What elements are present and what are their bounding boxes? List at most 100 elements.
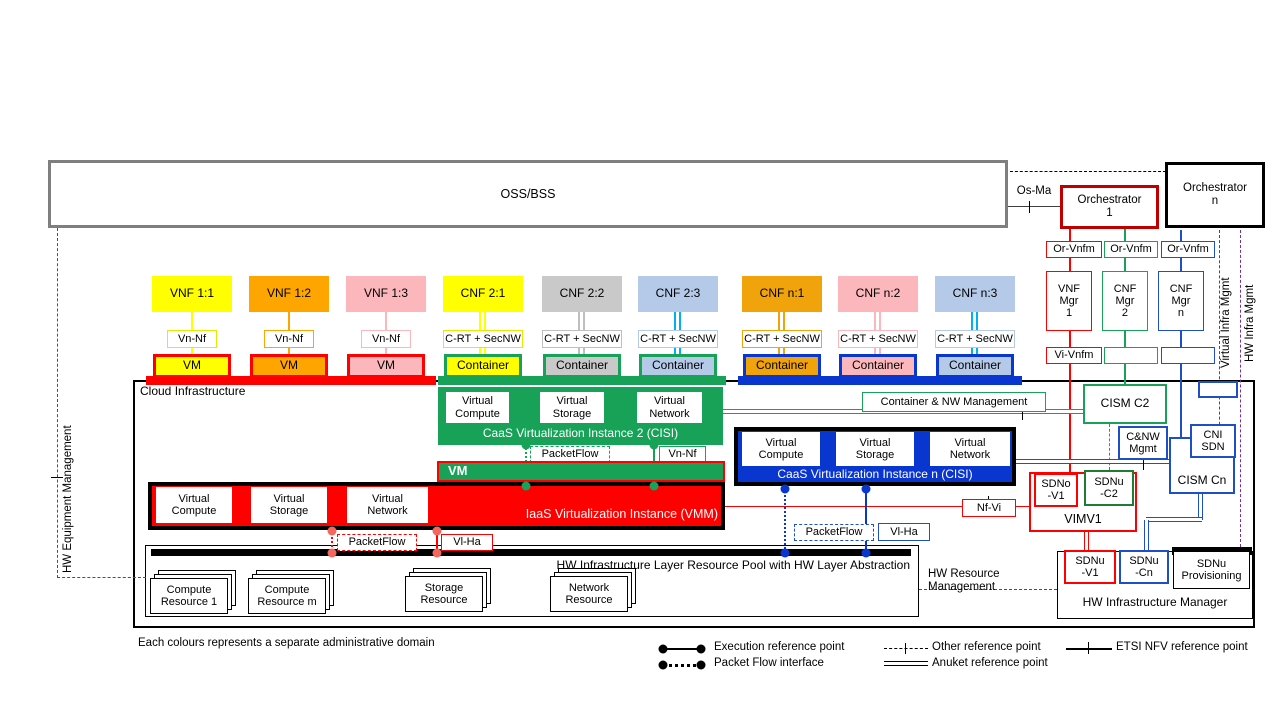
sdno-v1-box: SDNo -V1 (1034, 473, 1078, 507)
resource-box: Network Resource (550, 576, 628, 612)
hw-resource-mgmt-line (919, 589, 1057, 590)
endpoint-dot (649, 440, 659, 450)
packetflow-label: PacketFlow (794, 524, 874, 541)
sdnu-c2-box: SDNu -C2 (1084, 470, 1134, 506)
runtime-container: Container (839, 354, 917, 378)
legend-dot (696, 660, 706, 670)
oss-orchn-dashed-line (1005, 171, 1166, 172)
vm-bar: VM (437, 461, 725, 482)
or-vnfm-box-red: Or-Vnfm (1046, 241, 1102, 258)
tick (1088, 642, 1089, 654)
caas2-title: CaaS Virtualization Instance 2 (CISI) (482, 426, 679, 441)
anuket-legend-line (884, 661, 928, 666)
sdnu-v1-box: SDNu -V1 (1064, 550, 1116, 584)
runtime-vm: VM (250, 354, 328, 378)
legend-anuket-label: Anuket reference point (932, 657, 1048, 669)
caas2-cell: Virtual Compute (446, 392, 509, 423)
caasn-title: CaaS Virtualization Instance n (CISI) (777, 466, 973, 481)
runtime-container: Container (743, 354, 821, 378)
hw-abstraction-bar (151, 549, 911, 556)
caasn-cell: Virtual Storage (836, 432, 914, 466)
endpoint-dot (521, 440, 531, 450)
hw-infra-mgmt-vlabel: HW Infra Mgmt (1244, 284, 1256, 362)
iface-label: C-RT + SecNW (638, 330, 718, 348)
oss-bss-box: OSS/BSS (48, 160, 1008, 228)
cni-sdn-box: CNI SDN (1190, 424, 1236, 458)
runtime-container: Container (639, 354, 717, 378)
hw-resource-mgmt-label: HW Resource Management (928, 568, 1000, 593)
nf-box-vnf13: VNF 1:3 (346, 276, 426, 312)
vl-ha-label: Vl-Ha (441, 534, 493, 551)
sdnu-provisioning-box: SDNu Provisioning (1173, 551, 1250, 589)
anuket-line-blue (1016, 459, 1169, 464)
resource-stack-network: Network Resource (550, 568, 638, 614)
runtime-vm: VM (347, 354, 425, 378)
cismcn-sdnucn-double-line-c (1144, 520, 1149, 551)
packetflow-label: PacketFlow (337, 534, 417, 551)
cloud-infrastructure-label: Cloud Infrastructure (140, 384, 246, 399)
endpoint-dot (521, 481, 531, 491)
nf-box-vnf12: VNF 1:2 (249, 276, 329, 312)
endpoint-dot (861, 484, 871, 494)
nf-box-cnfn1: CNF n:1 (742, 276, 822, 312)
packetflow-dotted-line (331, 530, 333, 554)
vimv1-sdnuv1-double-line (1084, 532, 1089, 552)
or-vnfm-box-blue: Or-Vnfm (1161, 241, 1215, 258)
or-vnfm-box-green: Or-Vnfm (1104, 241, 1158, 258)
tick (1022, 406, 1023, 420)
nf-box-cnf22: CNF 2:2 (542, 276, 622, 312)
empty-blue-box (1161, 347, 1215, 364)
empty-blue-box (1198, 381, 1238, 398)
orchestrator-1-box: Orchestrator 1 (1060, 185, 1159, 229)
legend-etsi-label: ETSI NFV reference point (1116, 641, 1248, 653)
endpoint-dot (327, 526, 337, 536)
packetflow-legend-line (662, 664, 702, 667)
etsi-legend-line (1066, 648, 1112, 650)
nf-vi-line (725, 506, 1029, 507)
resource-box: Storage Resource (405, 576, 483, 612)
runtime-container: Container (936, 354, 1014, 378)
legend-packetflow-label: Packet Flow interface (714, 657, 824, 669)
os-ma-label: Os-Ma (1016, 185, 1052, 198)
legend-dot (658, 644, 668, 654)
iface-label: C-RT + SecNW (443, 330, 523, 348)
endpoint-dot (432, 548, 442, 558)
vn-nf-label: Vn-Nf (659, 446, 706, 463)
iface-label: Vn-Nf (167, 330, 217, 348)
vnf-mgr-1-box: VNF Mgr 1 (1046, 271, 1092, 331)
caas2-pedestal-bar (438, 376, 726, 385)
hw-equipment-mgmt-line-v (57, 228, 58, 578)
endpoint-dot (861, 548, 871, 558)
execution-line (865, 488, 867, 552)
packetflow-dotted-line (784, 488, 786, 552)
caas2-cell: Virtual Network (637, 392, 702, 423)
footnote: Each colours represents a separate admin… (138, 637, 435, 649)
virtual-infra-mgmt-vlabel: Virtual Infra Mgmt (1220, 277, 1232, 368)
iaas-pedestal-bar (146, 376, 436, 385)
execution-line (436, 530, 438, 554)
cnw-mgmt-box: C&NW Mgmt (1118, 426, 1168, 460)
caasn-cell: Virtual Network (930, 432, 1010, 466)
nf-box-cnfn2: CNF n:2 (838, 276, 918, 312)
tick (51, 477, 63, 478)
orchestrator-n-box: Orchestrator n (1165, 162, 1265, 228)
endpoint-dot (649, 481, 659, 491)
iface-label: Vn-Nf (361, 330, 411, 348)
virtual-infra-mgmt-line (1219, 230, 1220, 460)
iface-label: C-RT + SecNW (935, 330, 1015, 348)
iaas-title: IaaS Virtualization Instance (VMM) (525, 507, 718, 521)
nf-box-cnf23: CNF 2:3 (638, 276, 718, 312)
resource-stack-compute1: Compute Resource 1 (150, 570, 238, 616)
hw-infra-manager-label: HW Infrastructure Manager (1082, 595, 1228, 610)
cismcn-sdnucn-double-line-a (1198, 494, 1203, 520)
execution-legend-line (662, 648, 702, 650)
iaas-cell: Virtual Storage (251, 487, 327, 523)
endpoint-dot (327, 548, 337, 558)
other-legend-line (884, 648, 928, 649)
runtime-container: Container (444, 354, 522, 378)
iaas-cell: Virtual Network (347, 487, 428, 523)
resource-box: Compute Resource 1 (150, 578, 228, 614)
cnf-mgr-2-box: CNF Mgr 2 (1102, 271, 1148, 331)
hw-equipment-mgmt-vlabel: HW Equipment Management (62, 425, 74, 573)
iface-label: Vn-Nf (264, 330, 314, 348)
